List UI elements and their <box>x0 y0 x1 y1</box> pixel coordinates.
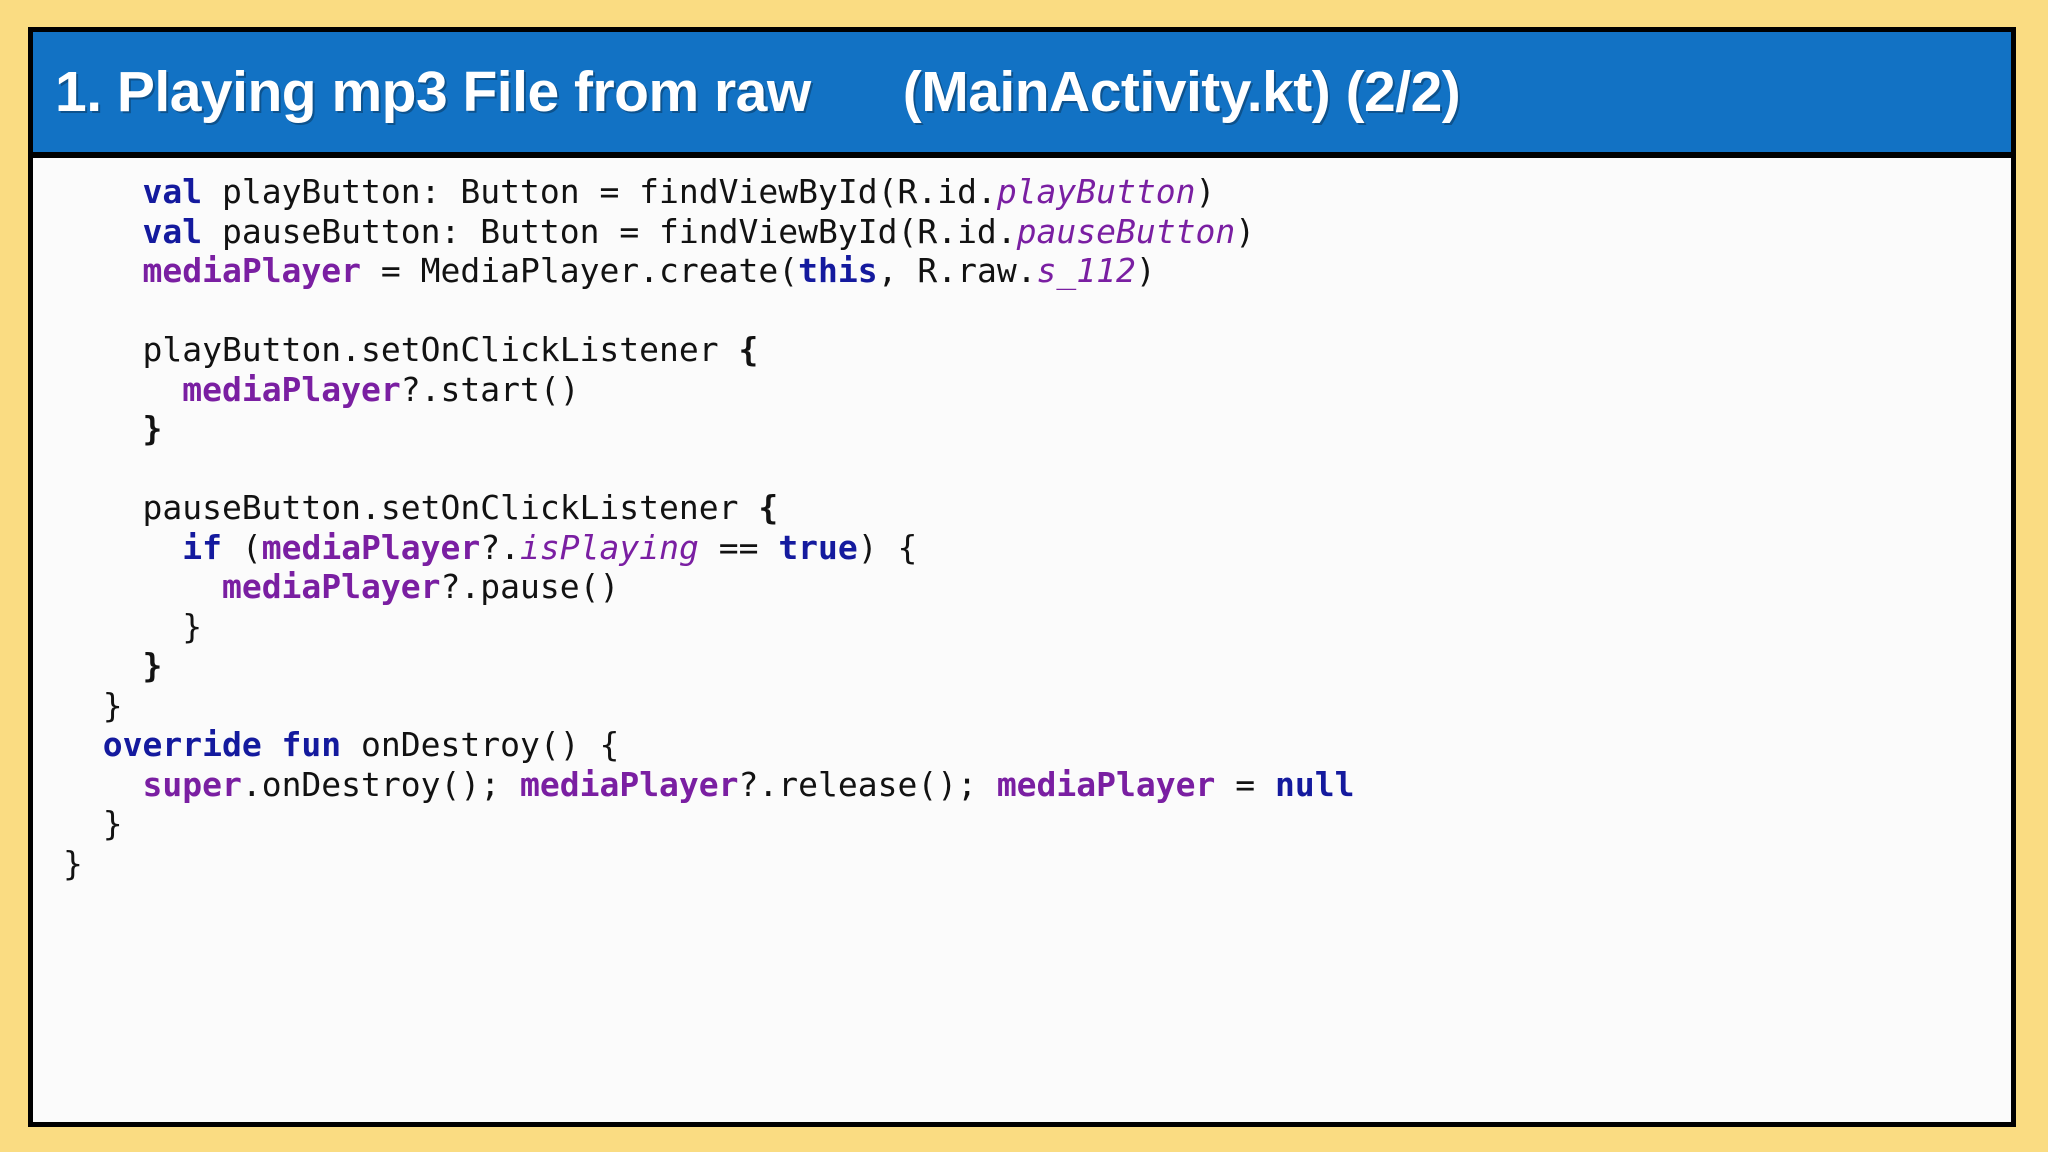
code-token <box>63 528 182 567</box>
code-line: } <box>63 844 2011 884</box>
slide-title-bar: 1. Playing mp3 File from raw (MainActivi… <box>28 27 2016 158</box>
code-token <box>63 251 142 290</box>
code-token: isPlaying <box>520 527 699 567</box>
code-token: ( <box>221 527 262 567</box>
code-token <box>63 646 142 685</box>
code-line: mediaPlayer?.pause() <box>63 567 2011 607</box>
code-token: = <box>1215 764 1275 804</box>
code-token: } <box>63 843 83 883</box>
code-token <box>63 172 142 211</box>
code-token: playButton.setOnClickListener <box>63 330 739 369</box>
code-token: } <box>142 409 163 448</box>
code-token: } <box>142 646 163 685</box>
code-token <box>63 567 222 606</box>
code-token: onDestroy() { <box>341 725 620 764</box>
code-line: } <box>63 804 2011 844</box>
code-panel: val playButton: Button = findViewById(R.… <box>28 158 2016 1127</box>
code-token: pauseButton <box>1016 211 1236 251</box>
code-token: s_112 <box>1036 251 1136 290</box>
code-line: } <box>63 686 2011 726</box>
code-token: } <box>63 804 123 843</box>
page-title: 1. Playing mp3 File from raw (MainActivi… <box>55 59 1461 124</box>
code-token: val <box>142 211 203 251</box>
code-line: if (mediaPlayer?.isPlaying == true) { <box>63 528 2011 568</box>
code-token: = MediaPlayer.create( <box>361 251 799 290</box>
code-line: playButton.setOnClickListener { <box>63 330 2011 370</box>
code-token <box>63 765 142 804</box>
code-token: ?.pause() <box>440 567 620 606</box>
code-token: mediaPlayer <box>996 764 1216 804</box>
code-token: null <box>1274 764 1355 804</box>
code-line <box>63 449 2011 489</box>
code-token: ) { <box>857 527 918 567</box>
code-token: mediaPlayer <box>182 369 401 409</box>
code-token: ) <box>1195 172 1216 211</box>
code-token: ?.release(); <box>738 764 997 804</box>
code-line: } <box>63 409 2011 449</box>
code-token: } <box>63 685 123 725</box>
code-line: } <box>63 607 2011 647</box>
code-line: pauseButton.setOnClickListener { <box>63 488 2011 528</box>
code-token: { <box>738 330 759 369</box>
code-token: ) <box>1135 251 1156 290</box>
code-line: override fun onDestroy() { <box>63 725 2011 765</box>
code-token: if <box>182 527 222 567</box>
code-token <box>63 212 142 251</box>
code-token: pauseButton: Button = findViewById(R.id. <box>202 211 1017 251</box>
code-token: } <box>63 606 203 646</box>
code-token: this <box>798 251 878 290</box>
code-token: mediaPlayer <box>261 527 481 567</box>
code-token <box>63 370 182 409</box>
code-line: } <box>63 646 2011 686</box>
code-token <box>63 409 142 448</box>
code-line: val pauseButton: Button = findViewById(R… <box>63 212 2011 252</box>
code-token: val <box>142 172 203 211</box>
code-token: , R.raw. <box>877 251 1037 290</box>
code-token <box>63 725 103 764</box>
code-line <box>63 291 2011 331</box>
code-token: playButton <box>996 172 1196 211</box>
code-line: mediaPlayer?.start() <box>63 370 2011 410</box>
code-token: mediaPlayer <box>142 251 362 290</box>
code-token: mediaPlayer <box>519 764 739 804</box>
code-token: ?.start() <box>400 369 580 409</box>
code-line: val playButton: Button = findViewById(R.… <box>63 172 2011 212</box>
code-token: super <box>142 764 242 804</box>
code-block: val playButton: Button = findViewById(R.… <box>33 172 2011 883</box>
code-token: pauseButton.setOnClickListener <box>63 488 759 527</box>
code-token: override fun <box>102 725 342 764</box>
code-token: .onDestroy(); <box>241 764 520 804</box>
slide: 1. Playing mp3 File from raw (MainActivi… <box>28 27 2016 1127</box>
code-line: super.onDestroy(); mediaPlayer?.release(… <box>63 765 2011 805</box>
code-token: mediaPlayer <box>221 567 441 606</box>
code-line: mediaPlayer = MediaPlayer.create(this, R… <box>63 251 2011 291</box>
code-token: ?. <box>480 527 521 567</box>
code-token: true <box>778 527 858 567</box>
code-token: { <box>758 488 779 527</box>
code-token: == <box>698 527 779 567</box>
code-token: ) <box>1235 211 1256 251</box>
code-token: playButton: Button = findViewById(R.id. <box>202 172 997 211</box>
